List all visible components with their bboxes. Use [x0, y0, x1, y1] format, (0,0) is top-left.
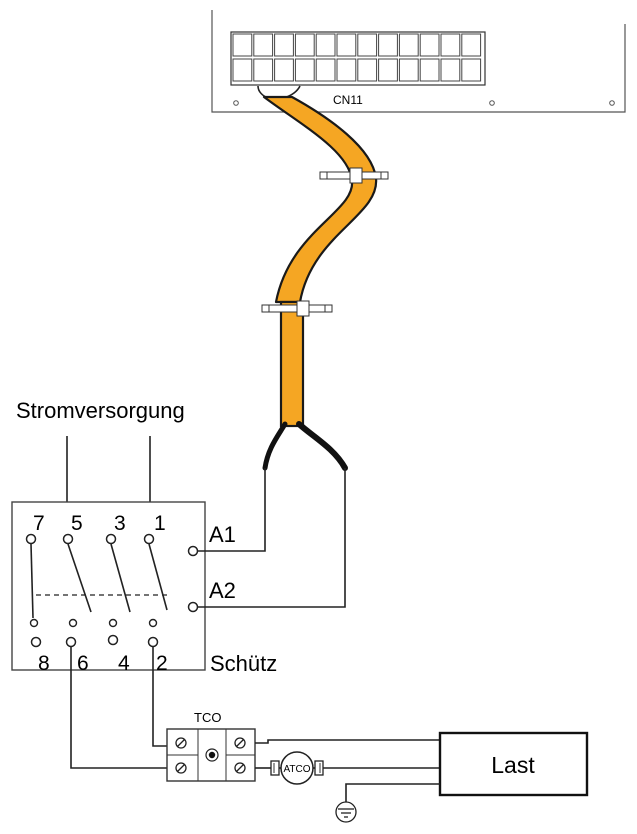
terminal-8b: [30, 636, 42, 648]
tco-block: [166, 728, 256, 782]
connector-pin: [294, 58, 315, 82]
terminal-label-6: 6: [77, 652, 89, 675]
connector-pin: [274, 58, 294, 82]
terminal-label-7: 7: [33, 512, 45, 535]
wire-tco-to-last-top: [255, 739, 440, 744]
connector-pin: [419, 33, 440, 57]
connector-pin: [336, 58, 357, 82]
load-label: Last: [491, 752, 535, 778]
terminal-1: [143, 533, 155, 545]
tco-label: TCO: [194, 710, 221, 725]
power-supply-label: Stromversorgung: [16, 398, 185, 423]
cable-sheath-lower: [279, 300, 305, 428]
connector-pin: [232, 33, 253, 57]
wire-2-to-tco: [152, 647, 167, 747]
terminal-label-5: 5: [71, 512, 83, 535]
cable: [257, 85, 378, 471]
terminal-6: [68, 618, 78, 628]
connector-pin: [315, 58, 336, 82]
terminal-5: [62, 533, 74, 545]
terminal-label-2: 2: [156, 652, 168, 675]
coil-wire-a1: [198, 468, 266, 552]
control-board: [211, 10, 626, 113]
contact-blade-3-4: [110, 543, 131, 613]
cable-tie-upper: [319, 167, 389, 184]
coil-terminal-a2: [187, 601, 199, 613]
connector-pin: [461, 33, 482, 57]
contactor-label: Schütz: [210, 651, 277, 676]
ground-wire: [345, 783, 440, 802]
connector-pin: [378, 33, 398, 57]
terminal-4: [108, 618, 118, 628]
terminal-label-1: 1: [154, 512, 166, 535]
connector-pin: [378, 58, 398, 82]
contact-blade-7-8: [30, 543, 34, 619]
cable-tie-lower: [261, 300, 333, 317]
atco-label: ATCO: [283, 764, 310, 775]
terminal-2: [148, 618, 158, 628]
terminal-label-8: 8: [38, 652, 50, 675]
contact-blade-1-2: [148, 543, 168, 611]
connector-pin: [336, 33, 357, 57]
tco-screw-terminals: [175, 737, 246, 774]
cable-wire-left-end: [262, 421, 288, 471]
connector-pin: [398, 58, 419, 82]
cn11-label: CN11: [333, 93, 363, 107]
connector-pin: [357, 58, 378, 82]
connector-pin: [398, 33, 419, 57]
connector-pin: [232, 58, 253, 82]
terminal-3: [105, 533, 117, 545]
terminal-label-4: 4: [118, 652, 130, 675]
ground-icon: [335, 801, 357, 823]
cable-wire-right-end: [296, 421, 348, 471]
connector-pin: [253, 58, 274, 82]
contact-blade-5-6: [67, 543, 92, 613]
coil-label-a1: A1: [209, 522, 236, 547]
connector-pin: [440, 58, 461, 82]
coil-wire-a2: [198, 468, 346, 608]
cable-sheath-upper: [262, 95, 378, 304]
wire-6-to-tco: [70, 647, 167, 769]
connector-pin: [315, 33, 336, 57]
connector-pin: [294, 33, 315, 57]
coil-label-a2: A2: [209, 578, 236, 603]
connector-pin: [357, 33, 378, 57]
coil-terminal-a1: [187, 545, 199, 557]
connector-pin-grid: [232, 33, 482, 82]
load-box: [438, 731, 589, 797]
connector-pin: [419, 58, 440, 82]
connector-pin: [461, 58, 482, 82]
contactor: 7 5 3 1 8 6 4 2: [11, 501, 206, 675]
terminal-6b: [65, 636, 77, 648]
cn11-connector: [230, 31, 486, 86]
terminal-7: [25, 533, 37, 545]
terminal-2b: [147, 636, 159, 648]
terminal-8: [29, 618, 39, 628]
connector-pin: [274, 33, 294, 57]
terminal-4b: [107, 634, 119, 646]
connector-pin: [440, 33, 461, 57]
terminal-label-3: 3: [114, 512, 126, 535]
connector-pin: [253, 33, 274, 57]
